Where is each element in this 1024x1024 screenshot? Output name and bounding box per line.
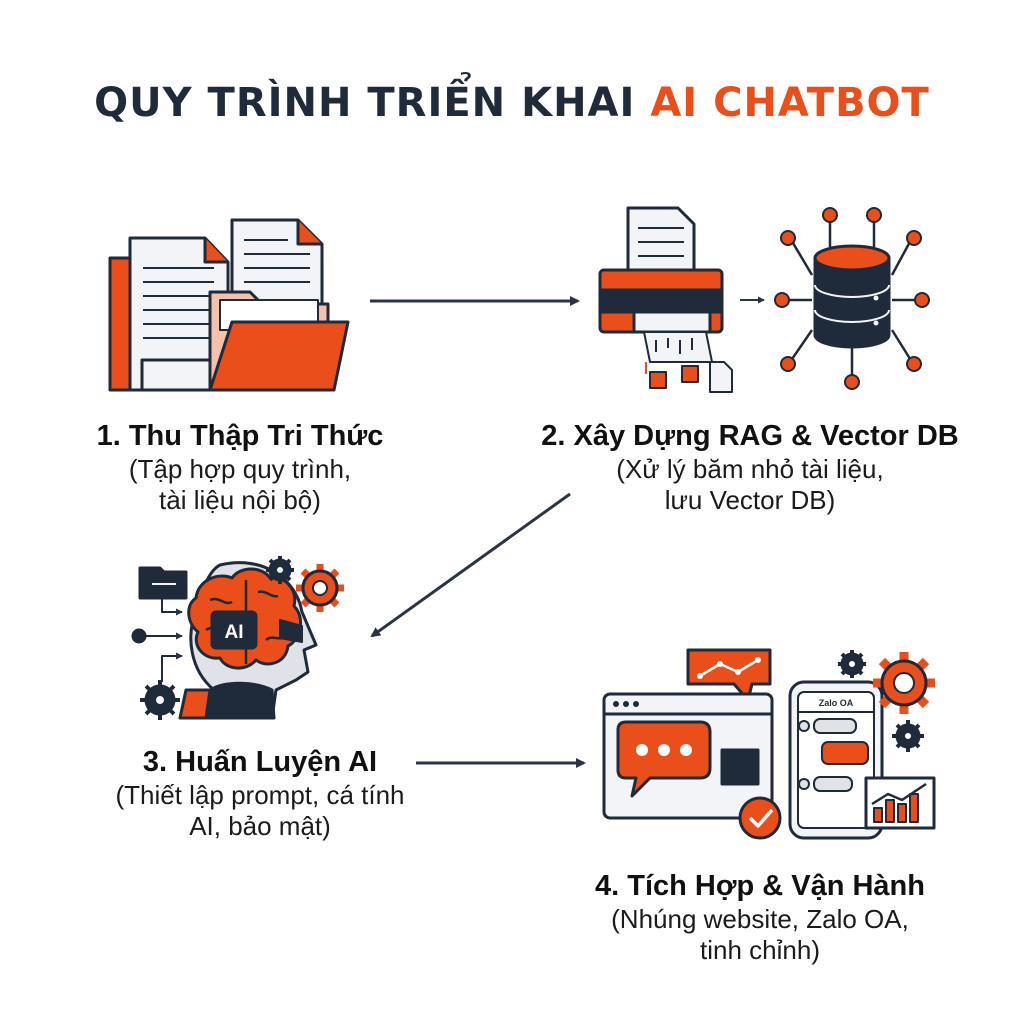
step-4-desc-line1: (Nhúng website, Zalo OA, — [611, 904, 909, 934]
step-1-desc-line2: tài liệu nội bộ) — [159, 485, 321, 515]
page-title: QUY TRÌNH TRIỂN KHAI AI CHATBOT — [0, 80, 1024, 126]
step-2-title: 2. Xây Dựng RAG & Vector DB — [541, 420, 959, 452]
step-2-desc-line1: (Xử lý băm nhỏ tài liệu, — [616, 454, 884, 484]
step-1-caption: 1. Thu Thập Tri Thức (Tập hợp quy trình,… — [40, 418, 440, 516]
step-3-title: 3. Huấn Luyện AI — [142, 746, 378, 778]
step-3-caption: 3. Huấn Luyện AI (Thiết lập prompt, cá t… — [60, 744, 460, 842]
step-4-caption: 4. Tích Hợp & Vận Hành (Nhúng website, Z… — [550, 868, 970, 966]
phone-header-label: Zalo OA — [819, 698, 854, 708]
shredder-database-icon — [598, 206, 930, 393]
title-accent: AI CHATBOT — [650, 80, 930, 126]
website-phone-integration-icon — [602, 648, 936, 840]
step-1-title: 1. Thu Thập Tri Thức — [96, 420, 384, 452]
step-3-desc-line2: AI, bảo mật) — [189, 811, 331, 841]
ai-brain-head-icon — [131, 556, 344, 720]
step-3-desc-line1: (Thiết lập prompt, cá tính — [115, 780, 405, 810]
step-2-desc-line2: lưu Vector DB) — [664, 485, 836, 515]
step-1-desc-line1: (Tập hợp quy trình, — [128, 454, 352, 484]
documents-folder-icon — [108, 218, 350, 392]
title-main: QUY TRÌNH TRIỂN KHAI — [94, 80, 636, 126]
step-4-desc-line2: tinh chỉnh) — [700, 935, 820, 965]
ai-chip-label: AI — [225, 622, 244, 643]
arrow-2-to-3 — [370, 492, 571, 638]
step-4-title: 4. Tích Hợp & Vận Hành — [595, 870, 925, 902]
step-2-caption: 2. Xây Dựng RAG & Vector DB (Xử lý băm n… — [500, 418, 1000, 516]
